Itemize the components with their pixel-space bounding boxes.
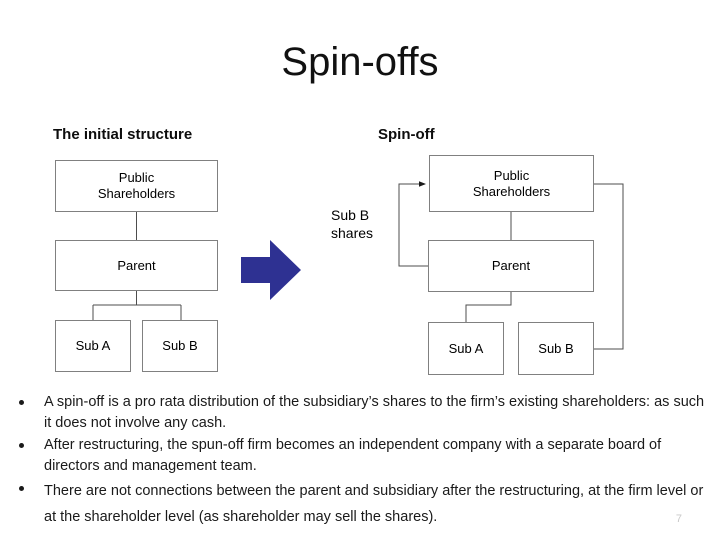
- list-item: There are not connections between the pa…: [14, 478, 708, 530]
- transition-arrow-icon: [241, 240, 301, 300]
- bullet-list: A spin-off is a pro rata distribution of…: [14, 392, 708, 530]
- page-title: Spin-offs: [281, 40, 439, 84]
- bullet-marker-icon: [19, 443, 24, 448]
- right-node-sub-b: Sub B: [518, 322, 594, 375]
- right-public-line2: Shareholders: [472, 183, 551, 199]
- sub-b-shares-line1: Sub B: [331, 207, 370, 223]
- right-node-sub-a: Sub A: [428, 322, 504, 375]
- right-parent-label: Parent: [491, 258, 531, 273]
- list-item: After restructuring, the spun-off firm b…: [14, 435, 708, 477]
- bullet-text: A spin-off is a pro rata distribution of…: [44, 394, 705, 431]
- bullet-text: There are not connections between the pa…: [44, 483, 704, 525]
- left-public-line2: Shareholders: [97, 186, 176, 201]
- page-number: 7: [675, 513, 682, 525]
- left-node-parent: Parent: [55, 240, 218, 291]
- bullet-marker-icon: [19, 400, 24, 405]
- right-sub-b-label: Sub B: [538, 340, 574, 356]
- right-node-public-shareholders: Public Shareholders: [429, 155, 594, 212]
- edge-left-parent-to-subs: [92, 291, 182, 320]
- left-node-public-shareholders: Public Shareholders: [55, 160, 218, 212]
- left-node-sub-b: Sub B: [142, 320, 218, 372]
- left-node-sub-a: Sub A: [55, 320, 131, 372]
- left-public-line1: Public: [118, 170, 155, 185]
- left-parent-label: Parent: [117, 257, 156, 273]
- right-node-parent: Parent: [428, 240, 594, 292]
- edge-right-subb-to-public: [594, 183, 624, 350]
- edge-right-parent-to-public-arrow: [398, 181, 428, 267]
- sub-b-shares-label: Sub B shares: [331, 206, 397, 242]
- bullet-text: After restructuring, the spun-off firm b…: [44, 437, 662, 474]
- right-diagram-heading: Spin-off: [378, 126, 435, 143]
- right-public-line1: Public: [493, 167, 530, 183]
- edge-right-parent-to-sub-a: [465, 292, 512, 322]
- left-sub-b-label: Sub B: [162, 338, 198, 353]
- left-diagram-heading: The initial structure: [53, 126, 193, 143]
- right-sub-a-label: Sub A: [448, 340, 484, 356]
- list-item: A spin-off is a pro rata distribution of…: [14, 392, 708, 434]
- bullet-marker-icon: [19, 486, 24, 491]
- sub-b-shares-line2: shares: [331, 225, 374, 241]
- left-sub-a-label: Sub A: [75, 338, 111, 353]
